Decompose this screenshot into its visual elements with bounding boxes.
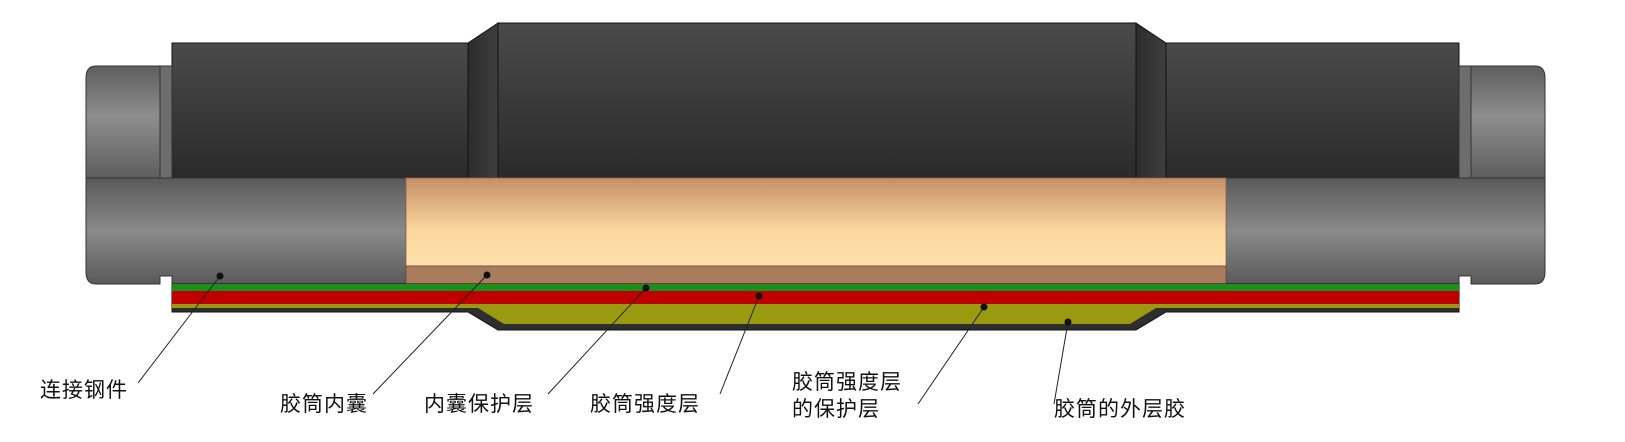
outer-rubber-center-section xyxy=(497,22,1137,179)
inner-bladder-wall xyxy=(405,265,1227,285)
layered-band xyxy=(171,283,1460,331)
left-end-cap xyxy=(85,65,173,179)
label-strength-protect-line2: 的保护层 xyxy=(792,397,880,421)
label-outer-rubber: 胶筒的外层胶 xyxy=(1054,397,1186,421)
leader-inner-bladder xyxy=(372,274,488,395)
outer-rubber-body xyxy=(171,22,1460,179)
leader-lines xyxy=(137,274,1069,405)
leader-dots xyxy=(216,271,1072,326)
left-end-cap-ring xyxy=(159,65,173,179)
strength-protect-layer xyxy=(172,300,1459,324)
inner-bladder-core xyxy=(405,177,1227,267)
outer-rubber-right-taper xyxy=(1135,22,1167,179)
dot-inner-bladder xyxy=(483,271,491,279)
leader-steel-fitting xyxy=(137,275,221,384)
left-steel-fitting xyxy=(85,177,407,285)
leader-bladder-protect xyxy=(547,287,647,395)
label-bladder-protect: 内囊保护层 xyxy=(424,392,534,416)
strength-layer xyxy=(172,290,1459,304)
leader-outer-rubber xyxy=(1053,321,1069,405)
dot-strength-protect xyxy=(980,303,988,311)
leader-strength-layer xyxy=(719,295,760,395)
outer-rubber-left-section xyxy=(171,42,469,179)
outer-rubber-left-taper xyxy=(467,22,499,179)
label-strength-layer: 胶筒强度层 xyxy=(590,392,700,416)
right-end-cap xyxy=(1458,65,1546,179)
right-end-cap-ring xyxy=(1458,65,1472,179)
label-strength-protect-line1: 胶筒强度层 xyxy=(792,370,902,394)
dot-bladder-protect xyxy=(642,284,650,292)
outer-rubber-right-section xyxy=(1165,42,1460,179)
label-inner-bladder: 胶筒内囊 xyxy=(280,392,368,416)
label-steel-fitting: 连接钢件 xyxy=(40,378,128,402)
right-steel-fitting xyxy=(1225,177,1546,285)
leader-strength-protect xyxy=(917,306,985,405)
bladder-protect-layer xyxy=(172,284,1459,291)
dot-steel-fitting xyxy=(216,272,224,280)
dot-strength-layer xyxy=(755,292,763,300)
dot-outer-rubber xyxy=(1064,318,1072,326)
